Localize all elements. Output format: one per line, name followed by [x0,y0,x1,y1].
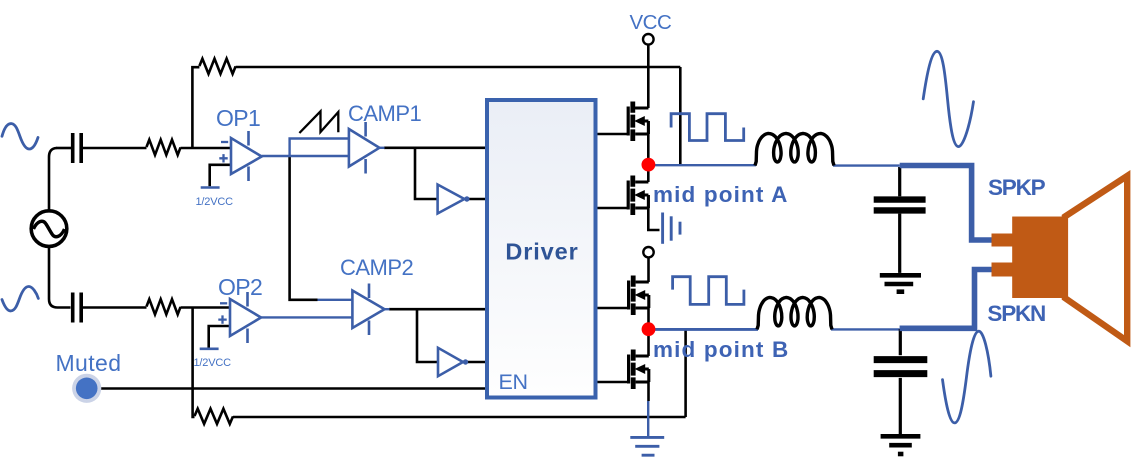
svg-text:mid point B: mid point B [653,337,789,362]
svg-text:CAMP2: CAMP2 [340,255,414,280]
svg-text:EN: EN [499,370,528,394]
svg-text:1/2VCC: 1/2VCC [196,196,234,208]
svg-text:SPKN: SPKN [987,301,1045,326]
svg-text:1/2VCC: 1/2VCC [194,357,232,369]
svg-text:VCC: VCC [630,11,672,34]
svg-text:CAMP1: CAMP1 [348,101,422,126]
svg-text:mid point A: mid point A [653,182,789,207]
svg-text:Muted: Muted [56,350,122,376]
svg-text:OP1: OP1 [216,105,260,131]
svg-text:OP2: OP2 [218,274,262,300]
svg-text:Driver: Driver [505,239,578,265]
svg-text:SPKP: SPKP [988,175,1046,200]
